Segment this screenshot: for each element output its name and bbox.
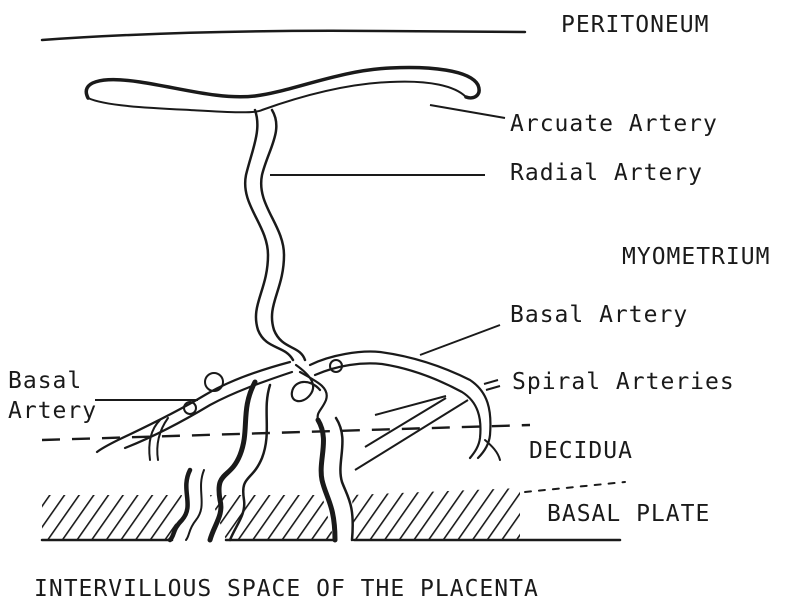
label-basal-artery-left-2: Artery xyxy=(8,398,97,424)
label-peritoneum: PERITONEUM xyxy=(561,12,709,38)
label-spiral-arteries: Spiral Arteries xyxy=(512,369,735,395)
arcuate-artery xyxy=(86,68,479,113)
label-radial-artery: Radial Artery xyxy=(510,160,703,186)
label-myometrium: MYOMETRIUM xyxy=(622,244,770,270)
label-intervillous-space: INTERVILLOUS SPACE OF THE PLACENTA xyxy=(34,576,539,602)
branching-vessels xyxy=(97,352,500,460)
label-basal-plate: BASAL PLATE xyxy=(547,501,710,527)
label-arcuate-artery: Arcuate Artery xyxy=(510,111,718,137)
label-basal-artery-left-1: Basal xyxy=(8,368,82,394)
decidua-boundary xyxy=(42,425,530,440)
peritoneum-line xyxy=(42,31,525,40)
label-basal-artery-right: Basal Artery xyxy=(510,302,688,328)
leader-lines xyxy=(95,105,505,470)
label-decidua: DECIDUA xyxy=(529,438,633,464)
radial-artery xyxy=(245,110,305,360)
